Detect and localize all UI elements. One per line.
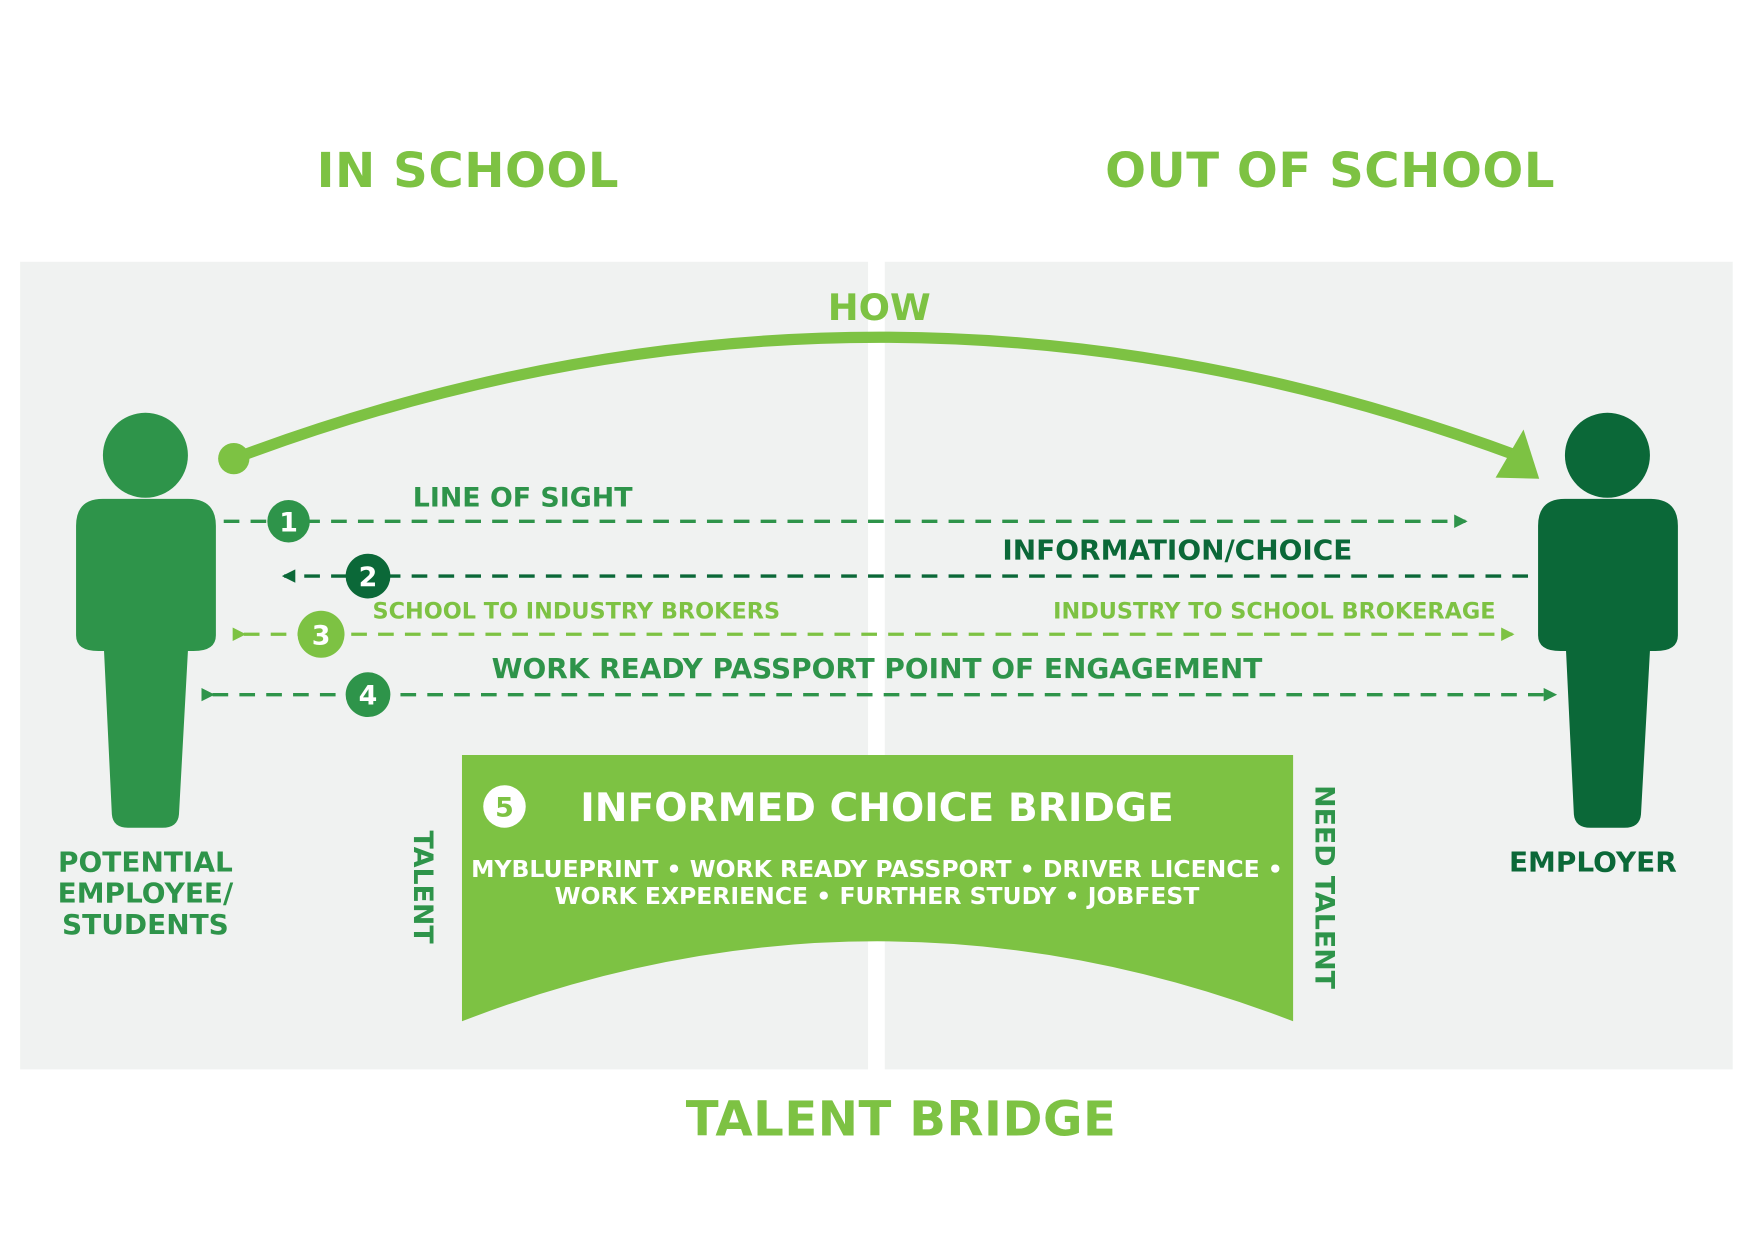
employer-person-icon xyxy=(1538,412,1678,828)
bridge-items-line-2: WORK EXPERIENCE • FURTHER STUDY • JOBFES… xyxy=(555,882,1200,910)
talent-side-label: TALENT xyxy=(407,830,438,944)
how-arc xyxy=(231,331,1522,464)
flow-1-number: 1 xyxy=(279,507,298,538)
bridge-badge xyxy=(483,785,526,828)
flow-3-number: 3 xyxy=(312,620,331,651)
how-arc-start-dot xyxy=(218,442,250,475)
flow-1-label: LINE OF SIGHT xyxy=(413,483,633,514)
bridge-number: 5 xyxy=(495,793,514,824)
flow-1-badge xyxy=(267,500,310,543)
flow-3-right-label: INDUSTRY TO SCHOOL BROKERAGE xyxy=(1053,599,1495,625)
flow-2-badge xyxy=(345,553,391,599)
flow-4-badge xyxy=(345,672,391,718)
in-school-heading: IN SCHOOL xyxy=(316,143,620,200)
flow-2-label: INFORMATION/CHOICE xyxy=(1002,533,1352,566)
how-label: HOW xyxy=(828,286,931,329)
flow-3-badge xyxy=(297,610,345,658)
need-talent-side-label: NEED TALENT xyxy=(1308,785,1339,990)
how-arrowhead xyxy=(1495,429,1540,479)
out-of-school-heading: OUT OF SCHOOL xyxy=(1105,143,1556,200)
talent-bridge-heading: TALENT BRIDGE xyxy=(685,1091,1117,1148)
flow-3-left-label: SCHOOL TO INDUSTRY BROKERS xyxy=(372,599,780,625)
flow-4-label: WORK READY PASSPORT POINT OF ENGAGEMENT xyxy=(492,652,1263,685)
flow-4-number: 4 xyxy=(359,681,378,712)
bridge-title: INFORMED CHOICE BRIDGE xyxy=(580,786,1174,831)
student-label-line-2: EMPLOYEE/ xyxy=(58,877,234,910)
employer-label: EMPLOYER xyxy=(1509,845,1677,878)
flow-2-number: 2 xyxy=(359,562,378,593)
informed-choice-bridge-shape xyxy=(461,755,1294,1022)
bridge-items-line-1: MYBLUEPRINT • WORK READY PASSPORT • DRIV… xyxy=(471,855,1283,883)
student-label-line-3: STUDENTS xyxy=(62,908,229,941)
student-label-line-1: POTENTIAL xyxy=(58,845,233,878)
student-person-icon xyxy=(76,412,216,828)
